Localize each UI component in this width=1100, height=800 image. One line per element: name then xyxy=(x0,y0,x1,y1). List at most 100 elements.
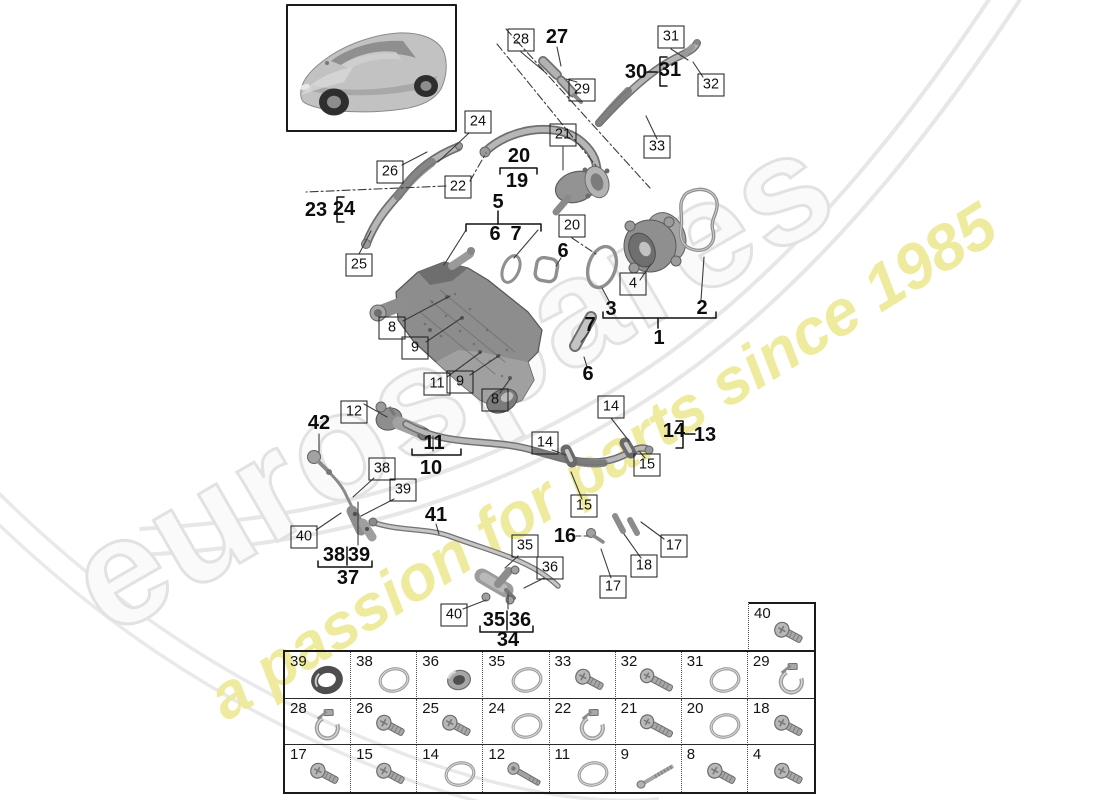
leader-lines xyxy=(305,28,705,610)
callout-box-17[interactable]: 17 xyxy=(660,534,688,558)
parts-grid-cell-31[interactable]: 31 xyxy=(681,652,748,699)
part-number-label-10: 10 xyxy=(419,457,443,479)
parts-grid-cell-33[interactable]: 33 xyxy=(549,652,616,699)
part-number-label-42: 42 xyxy=(307,412,331,434)
part-number: 25 xyxy=(422,699,439,717)
callout-box-17[interactable]: 17 xyxy=(599,575,627,599)
part-number: 38 xyxy=(356,653,373,670)
callout-box-38[interactable]: 38 xyxy=(368,457,396,481)
callout-box-11[interactable]: 11 xyxy=(423,372,451,396)
parts-grid-cell-24[interactable]: 24 xyxy=(483,698,550,746)
parts-grid-cell-26[interactable]: 26 xyxy=(351,698,418,746)
vehicle-thumbnail[interactable] xyxy=(286,4,457,132)
thermostat-housing-part xyxy=(369,247,543,414)
water-hose-thermostat-part xyxy=(479,124,610,216)
o-ring-icon xyxy=(709,713,741,740)
part-number-label-27: 27 xyxy=(545,26,569,48)
callout-box-8[interactable]: 8 xyxy=(481,388,509,412)
parts-grid-cell-38[interactable]: 38 xyxy=(351,652,418,699)
part-number: 14 xyxy=(422,746,439,764)
parts-grid-cell-11[interactable]: 11 xyxy=(550,745,616,792)
parts-grid-cell-20[interactable]: 20 xyxy=(681,698,748,746)
callout-box-22[interactable]: 22 xyxy=(444,175,472,199)
callout-box-4[interactable]: 4 xyxy=(619,272,647,296)
callout-box-33[interactable]: 33 xyxy=(643,135,671,159)
callout-box-9[interactable]: 9 xyxy=(446,370,474,394)
callout-box-40[interactable]: 40 xyxy=(290,525,318,549)
part-number: 12 xyxy=(488,746,506,764)
callout-box-35[interactable]: 35 xyxy=(511,534,539,558)
screw-icon xyxy=(310,762,339,784)
part-number: 18 xyxy=(752,699,770,717)
callout-box-9[interactable]: 9 xyxy=(401,336,429,360)
part-number-label-23: 23 xyxy=(304,199,328,221)
part-number-label-41: 41 xyxy=(424,504,448,526)
callout-box-12[interactable]: 12 xyxy=(340,400,368,424)
callout-box-15[interactable]: 15 xyxy=(633,453,661,477)
callout-box-31[interactable]: 31 xyxy=(657,25,685,49)
screw-icon xyxy=(774,715,803,737)
water-pipe-part xyxy=(402,420,654,468)
callout-box-18[interactable]: 18 xyxy=(630,554,658,578)
part-number: 11 xyxy=(554,746,571,764)
o-ring-icon xyxy=(577,761,609,787)
bolt-xlong-icon xyxy=(636,764,674,789)
part-number-label-36: 36 xyxy=(508,609,532,631)
parts-grid-cell-36[interactable]: 36 xyxy=(417,652,484,699)
callout-box-14[interactable]: 14 xyxy=(531,431,559,455)
parts-grid-cell-9[interactable]: 9 xyxy=(616,745,682,792)
callout-box-40[interactable]: 40 xyxy=(440,603,468,627)
callout-box-28[interactable]: 28 xyxy=(507,28,535,52)
part-number-label-24: 24 xyxy=(332,198,356,220)
part-number-label-6: 6 xyxy=(582,363,594,385)
part-number-label-20: 20 xyxy=(507,145,531,167)
callout-box-8[interactable]: 8 xyxy=(378,316,406,340)
vent-hose-part xyxy=(361,142,463,249)
parts-grid-cell-14[interactable]: 14 xyxy=(417,745,484,792)
parts-grid-cell-22[interactable]: 22 xyxy=(549,698,616,746)
screw-icon xyxy=(574,668,604,690)
part-number: 29 xyxy=(752,653,770,670)
water-pump-part xyxy=(623,212,687,274)
parts-grid-cell-29[interactable]: 29 xyxy=(747,652,814,699)
callout-box-15[interactable]: 15 xyxy=(570,494,598,518)
parts-grid-cell-32[interactable]: 32 xyxy=(615,652,682,699)
parts-grid-cell-39[interactable]: 39 xyxy=(285,652,352,699)
callout-box-25[interactable]: 25 xyxy=(345,253,373,277)
callout-box-39[interactable]: 39 xyxy=(389,478,417,502)
parts-grid-cell-28[interactable]: 28 xyxy=(285,698,352,746)
callout-box-32[interactable]: 32 xyxy=(697,73,725,97)
part-number-label-3: 3 xyxy=(605,298,617,320)
callout-box-20[interactable]: 20 xyxy=(558,214,586,238)
small-fastener-parts xyxy=(586,513,640,544)
callout-box-29[interactable]: 29 xyxy=(568,78,596,102)
parts-grid-cell-17[interactable]: 17 xyxy=(285,745,352,792)
parts-grid-cell-35[interactable]: 35 xyxy=(483,652,550,699)
part-number-label-6: 6 xyxy=(557,240,569,262)
callout-box-21[interactable]: 21 xyxy=(549,123,577,147)
parts-grid-cell-4[interactable]: 4 xyxy=(748,745,814,792)
o-ring-icon xyxy=(511,666,542,693)
hose-clamp-icon xyxy=(314,709,341,741)
callout-box-36[interactable]: 36 xyxy=(536,556,564,580)
callout-box-14[interactable]: 14 xyxy=(597,395,625,419)
parts-grid-cell-21[interactable]: 21 xyxy=(615,698,682,746)
part-number-label-37: 37 xyxy=(336,567,360,589)
callout-box-24[interactable]: 24 xyxy=(464,110,492,134)
screw-icon xyxy=(774,621,803,643)
part-number-label-39: 39 xyxy=(347,544,371,566)
parts-grid-cell-12[interactable]: 12 xyxy=(483,745,550,792)
part-number: 22 xyxy=(554,699,572,717)
parts-grid-cell-25[interactable]: 25 xyxy=(417,698,484,746)
part-number: 17 xyxy=(290,746,307,764)
parts-grid-cell-8[interactable]: 8 xyxy=(682,745,748,792)
parts-grid-cell-18[interactable]: 18 xyxy=(747,699,814,746)
part-number: 21 xyxy=(620,699,638,717)
o-ring-icon xyxy=(709,666,741,693)
part-number-label-14: 14 xyxy=(662,420,686,442)
parts-grid-cell-40[interactable]: 40 xyxy=(748,602,816,651)
parts-grid-cell-15[interactable]: 15 xyxy=(351,745,418,792)
callout-box-26[interactable]: 26 xyxy=(376,160,404,184)
part-number-label-19: 19 xyxy=(505,170,529,192)
